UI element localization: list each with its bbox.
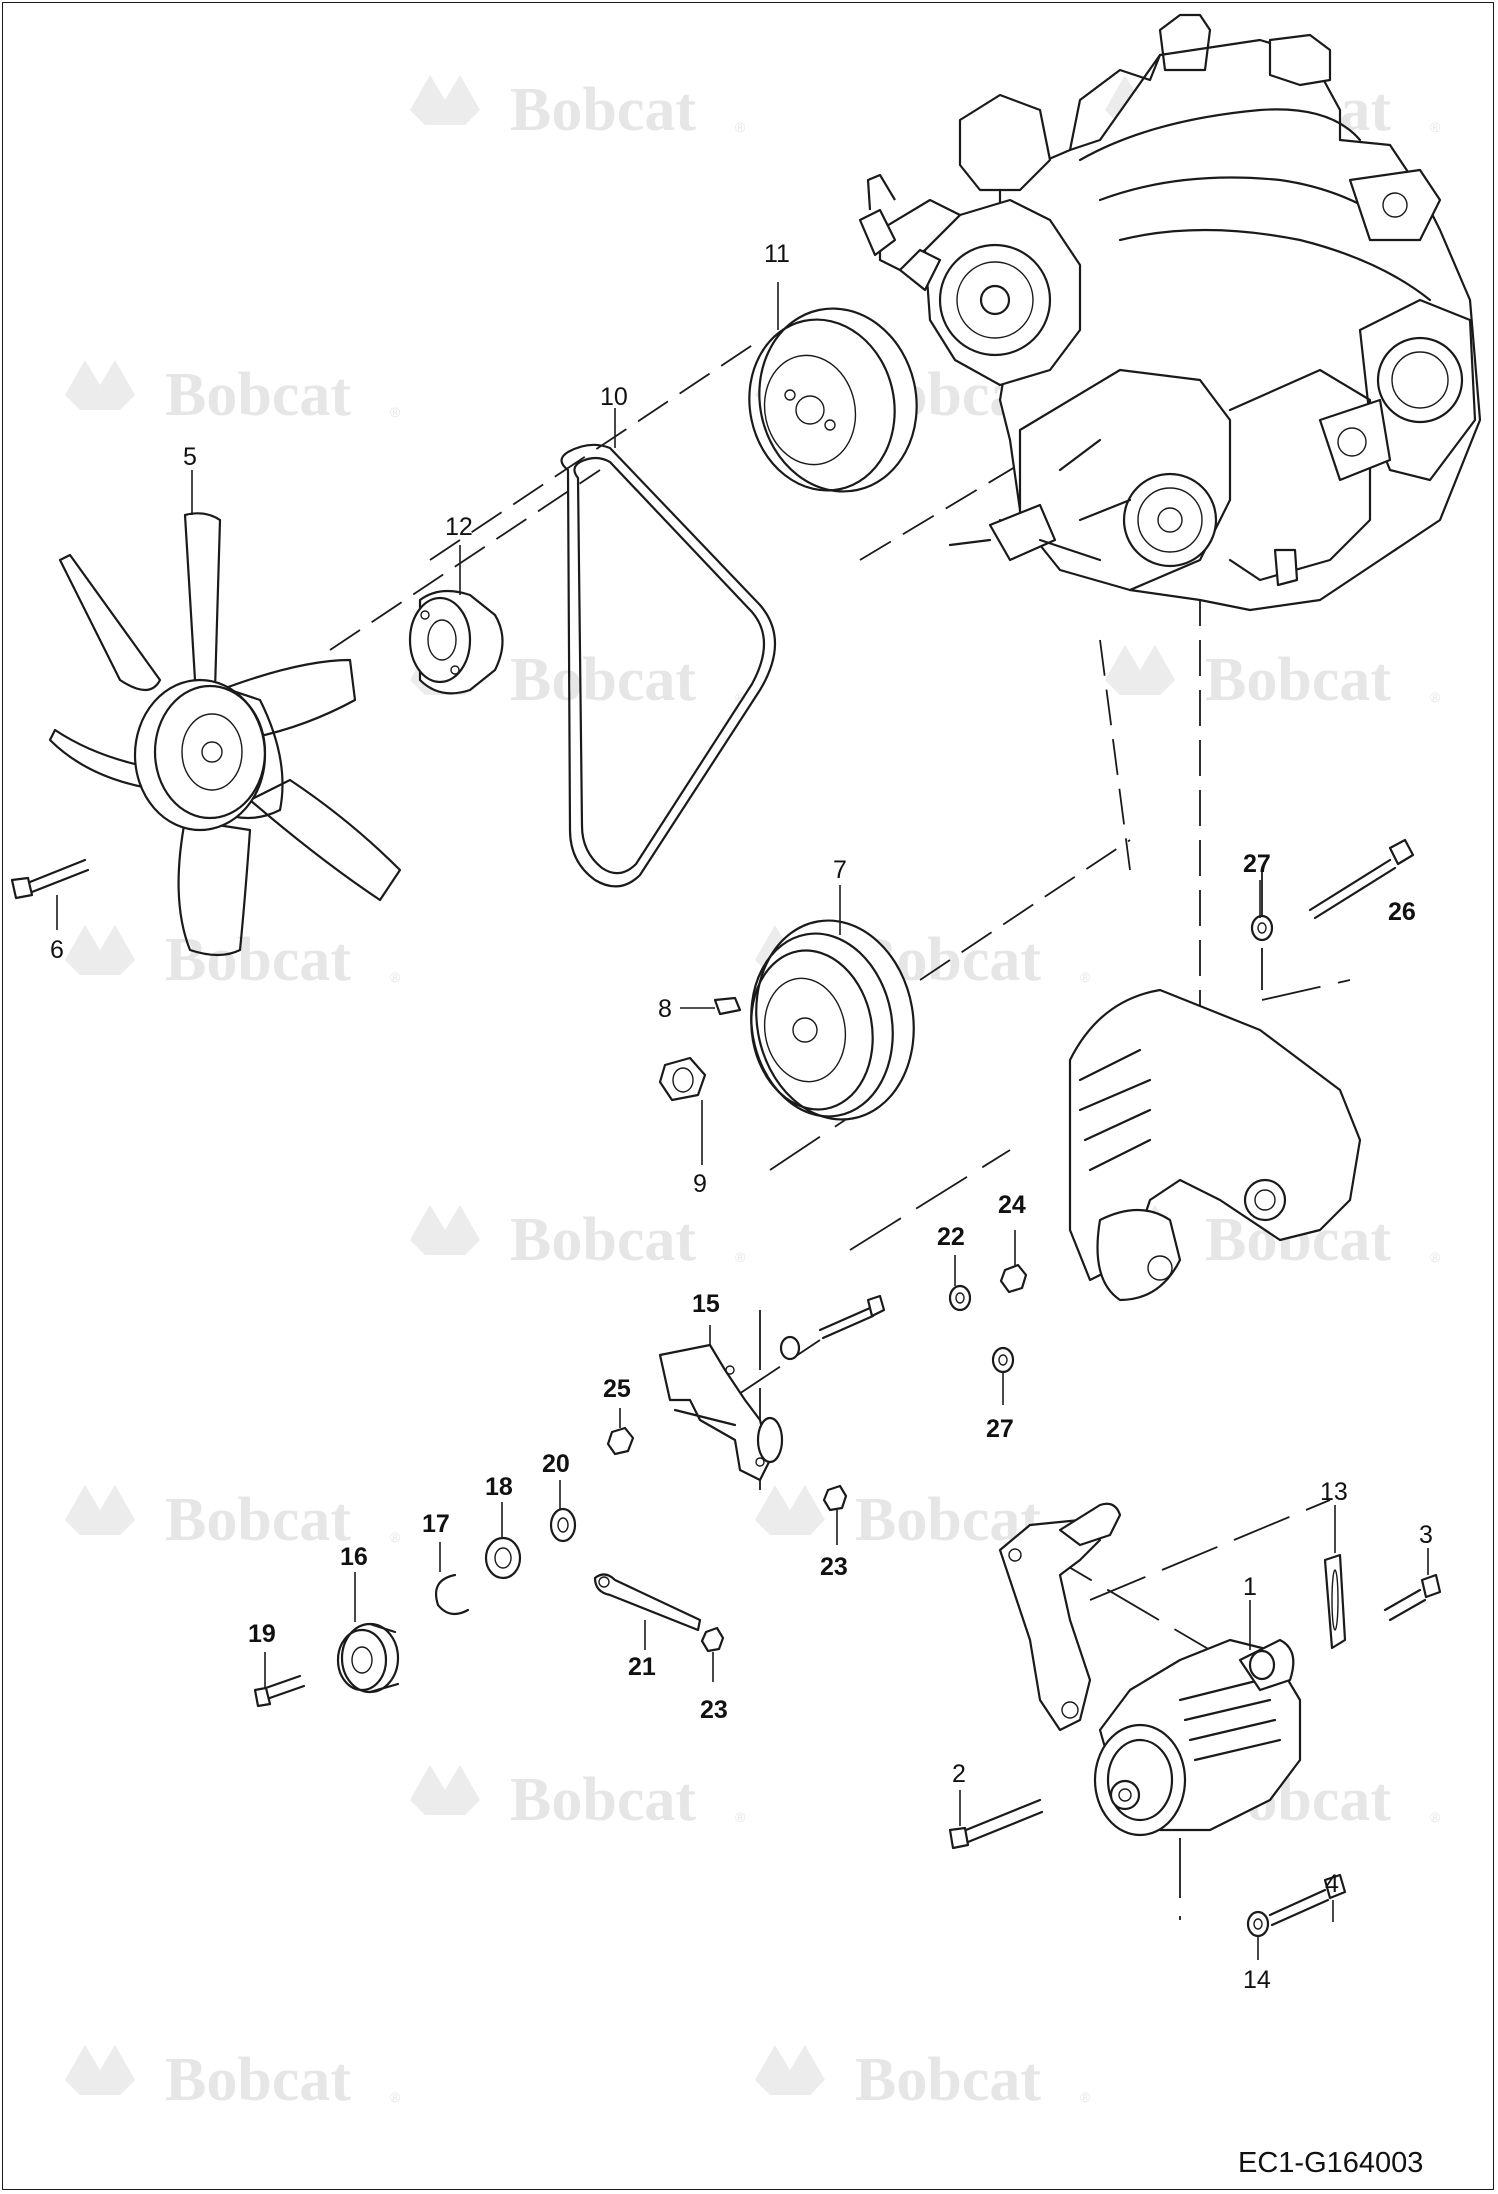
callout-15: 15 — [692, 1290, 720, 1318]
watermark-text: Bobcat — [510, 1206, 696, 1274]
part-8-key — [713, 996, 742, 1016]
alternator-bracket — [998, 1502, 1122, 1732]
part-23-nut-upper — [822, 1484, 848, 1512]
leader-lines — [56, 282, 1429, 1960]
callout-9: 9 — [693, 1170, 707, 1198]
watermark-7: Bobcat ® — [65, 925, 401, 994]
callout-26: 26 — [1388, 898, 1416, 926]
part-11-pulley — [748, 307, 918, 493]
watermark-mark: ® — [735, 119, 746, 135]
watermark-text: Bobcat — [165, 1486, 351, 1554]
watermark-text: Bobcat — [855, 2046, 1041, 2114]
part-16-idler-pulley — [336, 1622, 400, 1694]
callout-8: 8 — [658, 995, 672, 1023]
watermark-mark: ® — [1430, 1249, 1441, 1265]
callout-27-upper: 27 — [1243, 850, 1271, 878]
part-3-bolt — [1383, 1573, 1442, 1622]
watermark-mark: ® — [735, 1809, 746, 1825]
watermark-6: Bobcat ® — [1105, 645, 1441, 714]
callout-18: 18 — [485, 1473, 513, 1501]
part-18-bearing — [484, 1536, 522, 1580]
part-14-washer — [1246, 1910, 1270, 1938]
part-5-fan — [48, 512, 402, 957]
part-9-nut — [658, 1056, 707, 1102]
callout-20: 20 — [542, 1450, 570, 1478]
watermark-text: Bobcat — [165, 2046, 351, 2114]
part-2-bolt — [948, 1798, 1044, 1850]
watermark-mark: ® — [390, 1529, 401, 1545]
callout-16: 16 — [340, 1543, 368, 1571]
part-4-bolt — [1268, 1873, 1347, 1927]
watermark-9: Bobcat ® — [410, 1205, 746, 1274]
callout-10: 10 — [600, 383, 628, 411]
callout-11: 11 — [764, 240, 790, 268]
watermark-mark: ® — [1430, 689, 1441, 705]
callout-5: 5 — [183, 443, 197, 471]
part-21-adjusting-link — [593, 1573, 702, 1632]
part-17-snap-ring — [434, 1573, 470, 1616]
callout-21: 21 — [628, 1653, 656, 1681]
callout-23-lower: 23 — [700, 1696, 728, 1724]
part-7-crank-pulley — [750, 919, 915, 1121]
watermark-mark: ® — [735, 1249, 746, 1265]
part-23-nut-lower — [700, 1626, 725, 1653]
part-20-spacer — [549, 1507, 577, 1543]
callout-24: 24 — [998, 1191, 1026, 1219]
callout-25: 25 — [603, 1375, 631, 1403]
callout-17: 17 — [422, 1510, 450, 1538]
engine-block — [858, 13, 1482, 612]
callout-2: 2 — [952, 1760, 966, 1788]
callout-6: 6 — [50, 936, 64, 964]
watermark-mark: ® — [390, 969, 401, 985]
callout-1: 1 — [1243, 1573, 1257, 1601]
callout-13: 13 — [1320, 1478, 1348, 1506]
watermark-text: Bobcat — [165, 361, 351, 429]
watermark-3: Bobcat ® — [65, 360, 401, 429]
part-22-24-hardware — [779, 1263, 1028, 1374]
watermark-11: Bobcat ® — [65, 1485, 401, 1554]
watermark-16: Bobcat ® — [755, 2045, 1091, 2114]
watermark-mark: ® — [1430, 119, 1441, 135]
callout-7: 7 — [833, 856, 847, 884]
part-27-washer-upper — [1250, 914, 1274, 942]
callout-22: 22 — [937, 1223, 965, 1251]
watermark-text: Bobcat — [510, 646, 696, 714]
callout-labels: 11 10 5 12 6 7 8 9 27 26 22 24 15 25 27 … — [50, 240, 1433, 1994]
watermark-text: Bobcat — [1205, 646, 1391, 714]
watermark-13: Bobcat ® — [410, 1765, 746, 1834]
watermark-mark: ® — [1080, 969, 1091, 985]
reference-code: EC1-G164003 — [1238, 2147, 1423, 2179]
part-10-v-belt — [560, 443, 777, 888]
watermark-mark: ® — [390, 2089, 401, 2105]
callout-27-lower: 27 — [986, 1415, 1014, 1443]
watermark-mark: ® — [1080, 2089, 1091, 2105]
watermark-text: Bobcat — [165, 926, 351, 994]
part-6-bolt — [10, 858, 90, 900]
watermark-15: Bobcat ® — [65, 2045, 401, 2114]
part-1-alternator — [1093, 1638, 1302, 1837]
callout-14: 14 — [1243, 1966, 1271, 1994]
watermark-text: Bobcat — [510, 76, 696, 144]
callout-23-upper: 23 — [820, 1553, 848, 1581]
callout-12: 12 — [445, 513, 473, 541]
watermark-mark: ® — [1430, 1809, 1441, 1825]
timing-cover — [1068, 988, 1362, 1302]
callout-4: 4 — [1325, 1870, 1339, 1898]
watermark-12: Bobcat ® — [755, 1485, 1091, 1554]
part-15-bracket — [658, 1343, 784, 1482]
watermark-mark: ® — [390, 404, 401, 420]
part-12-spacer — [408, 589, 504, 695]
part-26-long-bolt — [1308, 838, 1415, 920]
part-25-nut — [606, 1426, 635, 1456]
watermark-1: Bobcat ® — [410, 75, 746, 144]
callout-19: 19 — [248, 1620, 276, 1648]
part-19-bolt — [253, 1674, 306, 1708]
callout-3: 3 — [1419, 1521, 1433, 1549]
watermark-mark: ® — [735, 689, 746, 705]
watermark-text: Bobcat — [510, 1766, 696, 1834]
part-13-strap — [1323, 1553, 1347, 1650]
